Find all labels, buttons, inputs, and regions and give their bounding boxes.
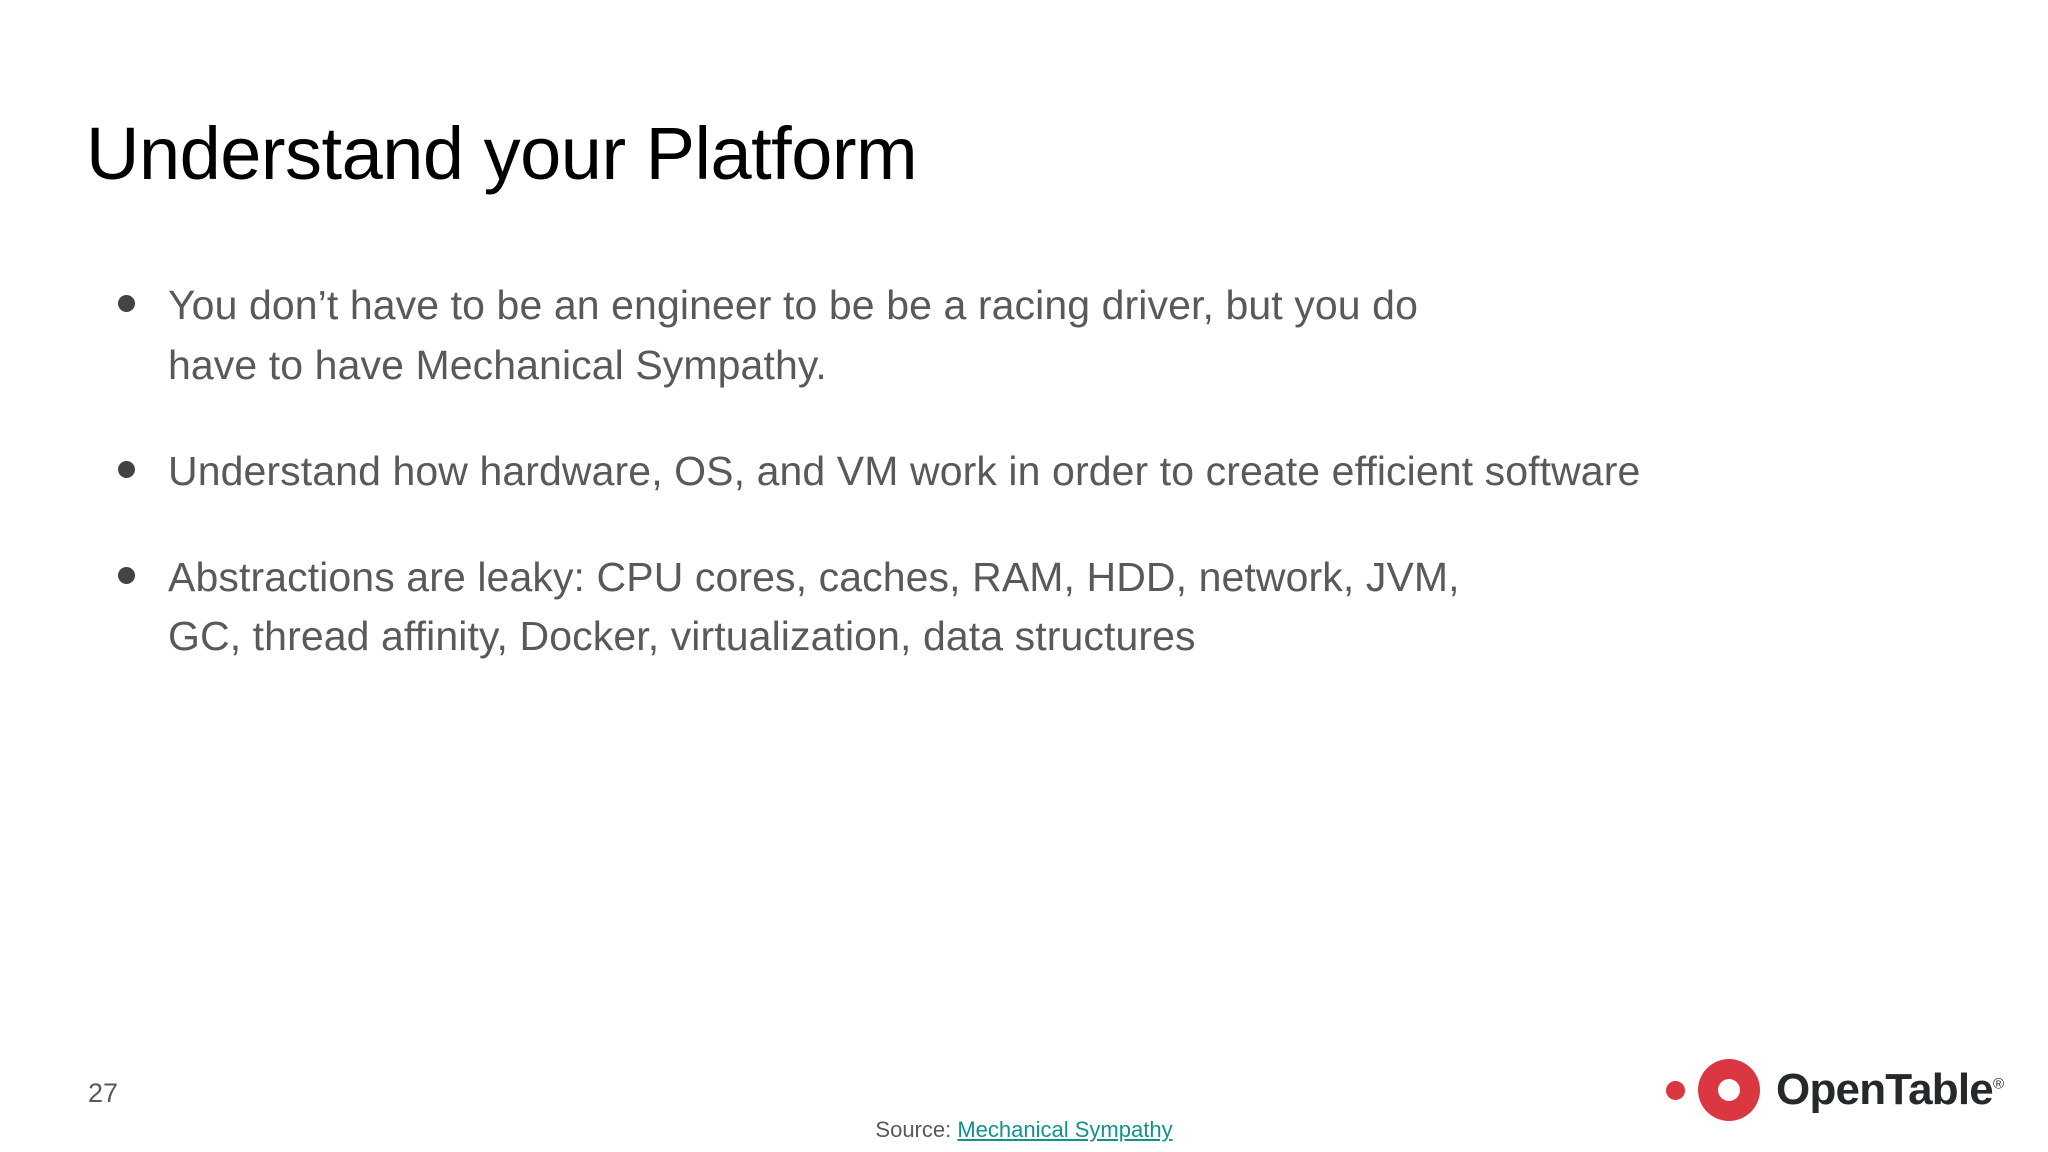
- logo-small-dot-icon: [1666, 1080, 1686, 1100]
- bullet-dot-icon: [96, 442, 168, 478]
- page-title: Understand your Platform: [86, 112, 918, 195]
- list-item-text: Understand how hardware, OS, and VM work…: [168, 447, 1641, 494]
- list-item: You don’t have to be an engineer to be b…: [96, 276, 1936, 396]
- bullet-list: You don’t have to be an engineer to be b…: [96, 276, 1936, 667]
- bullet-dot-icon: [96, 548, 168, 584]
- list-item-text: You don’t have to be an engineer to be b…: [168, 282, 1418, 388]
- list-item: Abstractions are leaky: CPU cores, cache…: [96, 548, 1936, 668]
- source-label: Source:: [875, 1117, 952, 1142]
- bullet-dot-icon: [96, 276, 168, 312]
- logo-ring-icon: [1698, 1059, 1761, 1121]
- source-link[interactable]: Mechanical Sympathy: [957, 1117, 1173, 1142]
- source-note: Source: Mechanical Sympathy: [0, 1117, 2048, 1143]
- list-item: Understand how hardware, OS, and VM work…: [96, 442, 1936, 502]
- logo-wordmark-text: OpenTable: [1776, 1065, 1994, 1114]
- registered-mark-icon: ®: [1992, 1075, 2004, 1093]
- opentable-logo: OpenTable®: [1666, 1057, 2004, 1123]
- list-item-text: Abstractions are leaky: CPU cores, cache…: [168, 553, 1460, 660]
- page-number: 27: [88, 1078, 119, 1108]
- logo-wordmark: OpenTable®: [1776, 1068, 2004, 1112]
